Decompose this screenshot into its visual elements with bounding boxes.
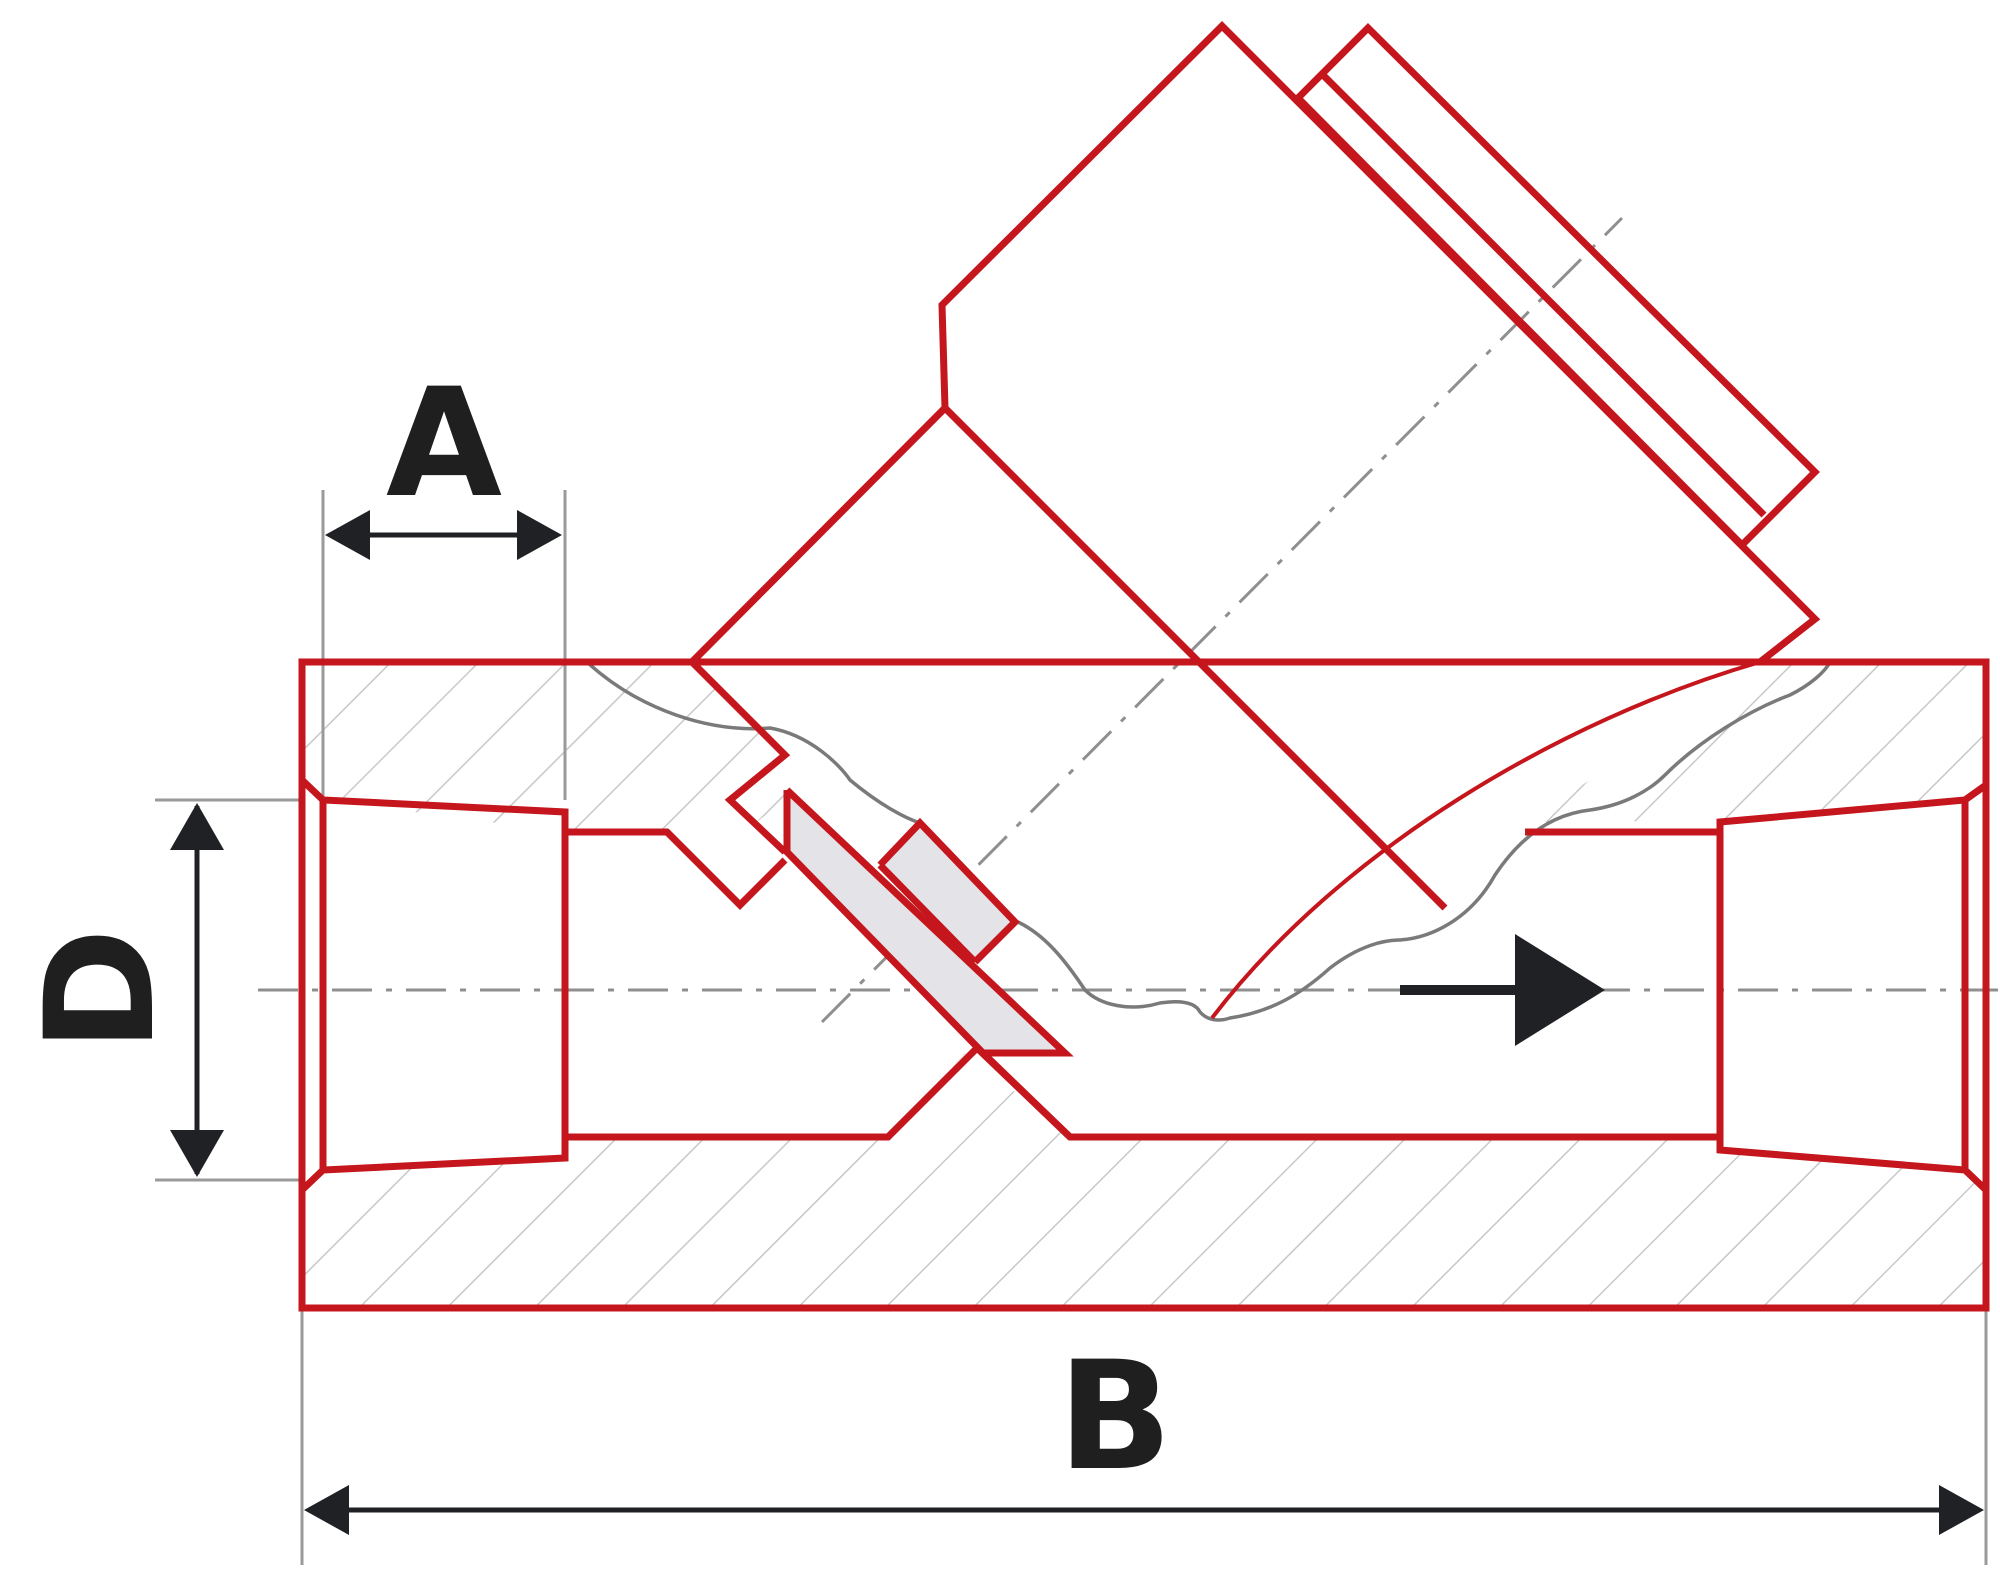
dimension-d-label: D [14, 928, 188, 1053]
break-line-left [586, 661, 921, 825]
extension-lines [155, 490, 1988, 1565]
cap-neck-line [1295, 95, 1745, 548]
dimension-d-arrow-bottom-icon [170, 1130, 224, 1177]
strainer-body-outline [298, 21, 1990, 1312]
left-inlet-thread [299, 777, 569, 1193]
bonnet-body [689, 21, 1821, 665]
centerlines [258, 216, 1998, 1024]
right-outlet-thread [1716, 782, 1989, 1193]
break-lines [586, 661, 1832, 1022]
upper-left-wall-hatch [302, 662, 785, 835]
screen-left-edge [689, 659, 791, 855]
lower-wall-hatch [302, 1053, 1986, 1308]
flow-guide-curve [1210, 660, 1761, 1020]
dimension-a-arrow-right-icon [517, 510, 562, 560]
cap-outline [1295, 23, 1820, 548]
screen-retainer [877, 817, 1020, 965]
dimension-b-arrow-right-icon [1939, 1485, 1984, 1535]
upper-right-wall-hatch [1525, 662, 1986, 822]
strainer-centerline [820, 216, 1624, 1024]
cap-inner-line [1320, 72, 1767, 518]
dimension-d-arrow-top-icon [170, 803, 224, 850]
screen-retainer-fill [880, 823, 1015, 962]
screen-retainer-inner [877, 862, 978, 965]
hatched-wall-sections [302, 662, 1986, 1308]
dimension-a: A [325, 357, 562, 560]
dimension-a-label: A [386, 357, 502, 531]
lower-bore [568, 1043, 1720, 1141]
dimension-b: B [304, 1330, 1984, 1535]
flow-direction-arrow-icon [1400, 934, 1605, 1046]
dimension-b-label: B [1058, 1330, 1172, 1504]
upper-bore-left [568, 828, 788, 910]
dimension-b-arrow-left-icon [304, 1485, 349, 1535]
body-outer-rect [298, 658, 1990, 1312]
screen-bottom-joint [980, 1050, 1073, 1140]
break-line-middle [1017, 661, 1832, 1022]
dimension-a-arrow-left-icon [325, 510, 370, 560]
dimension-d: D [14, 803, 224, 1177]
